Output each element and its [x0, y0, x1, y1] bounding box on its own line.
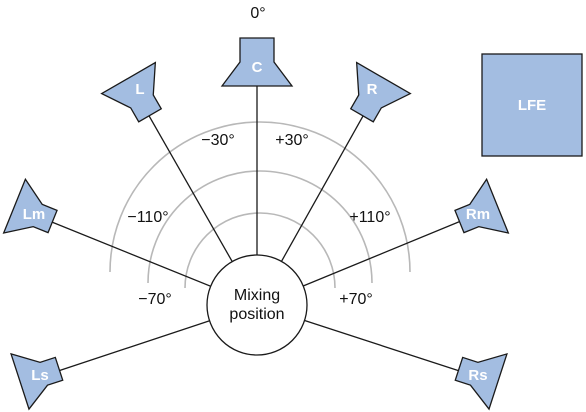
angle-label-right-surround: +70° [339, 291, 373, 308]
speaker-ls-label: Ls [31, 367, 49, 384]
angle-label-left-surround: −70° [138, 291, 172, 308]
arc-inner [184, 212, 336, 289]
speaker-l-label: L [135, 81, 144, 98]
speaker-rm: Rm [454, 177, 510, 234]
mixing-position-label-line2: position [229, 306, 284, 323]
angle-label-center: 0° [250, 5, 265, 22]
speaker-r: R [349, 61, 412, 123]
speaker-rm-label: Rm [466, 206, 490, 223]
speaker-c-label: C [252, 59, 263, 76]
speaker-r-label: R [367, 81, 378, 98]
mixing-position-circle [206, 254, 308, 356]
angle-label-right-mid: +110° [349, 209, 390, 226]
speaker-rs: Rs [454, 352, 508, 411]
arc-middle [147, 170, 373, 284]
speaker-l: L [100, 61, 163, 123]
arc-outer [109, 121, 411, 273]
speaker-lfe: LFE [481, 53, 583, 157]
mixing-position-label-line1: Mixing [234, 287, 280, 304]
angle-label-left-mid: −110° [127, 209, 168, 226]
speaker-lm: Lm [2, 177, 58, 234]
speaker-lm-label: Lm [23, 206, 46, 223]
angle-label-left-front: −30° [201, 132, 235, 149]
angle-label-right-front: +30° [275, 132, 309, 149]
speaker-ls: Ls [10, 352, 64, 411]
speaker-c: C [220, 37, 294, 87]
speaker-rs-label: Rs [468, 367, 487, 384]
speaker-lfe-label: LFE [518, 97, 546, 114]
